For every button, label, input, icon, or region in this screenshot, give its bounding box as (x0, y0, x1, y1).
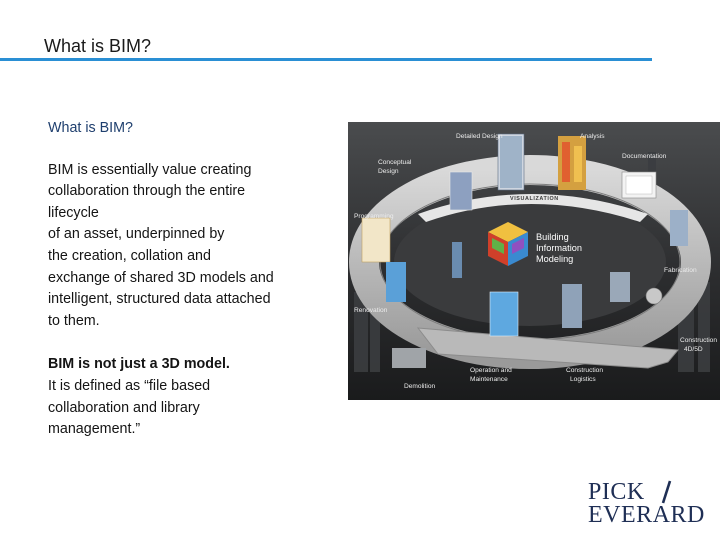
sub-heading: What is BIM? (48, 120, 134, 136)
paragraph-line: to them. (48, 312, 100, 329)
paragraph-line: of an asset, underpinned by (48, 226, 225, 243)
slide-title: What is BIM? (44, 36, 152, 56)
logo-text-line-1: PICK (588, 479, 645, 505)
stage-thumbnails (361, 133, 688, 368)
title-underline (0, 58, 652, 61)
paragraph-line: lifecycle (48, 204, 99, 221)
definition-line: management.” (48, 421, 141, 438)
stage-label-construction-logistics: Logistics (570, 376, 596, 383)
paragraph-line: exchange of shared 3D models and (48, 269, 274, 286)
lifecycle-arrow (416, 327, 679, 369)
ring-center (394, 198, 666, 326)
paragraph-line: collaboration through the entire (48, 183, 246, 200)
logo-text-line-2: EVERARD (588, 502, 705, 528)
pick-everard-logo: PICK EVERARD (588, 480, 718, 530)
stage-label-documentation: Documentation (622, 153, 667, 160)
stage-label-detailed-design: Detailed Design (456, 133, 503, 140)
center-label-line-3: Modeling (536, 254, 573, 264)
stage-label-operation-maintenance: Operation and (470, 367, 512, 374)
definition-line: It is defined as “file based (48, 377, 211, 394)
body-text: What is BIM? BIM is essentially value cr… (48, 118, 328, 441)
visualization-band (418, 194, 648, 222)
bim-lifecycle-diagram: VISUALIZATION (348, 122, 720, 400)
visualization-label: VISUALIZATION (510, 196, 559, 202)
emphasis-line: BIM is not just a 3D model. (48, 356, 230, 373)
stage-label-analysis: Analysis (580, 133, 605, 140)
stage-label-conceptual-design: Design (378, 168, 399, 175)
paragraph-line: BIM is essentially value creating (48, 161, 252, 178)
bim-cube (488, 222, 528, 266)
center-label-line-1: Building (536, 232, 569, 242)
center-label-line-2: Information (536, 243, 582, 253)
stage-label-conceptual-design: Conceptual (378, 159, 412, 166)
stage-label-programming: Programming (354, 213, 394, 220)
paragraph-line: the creation, collation and (48, 247, 211, 264)
paragraph-gap (48, 332, 328, 354)
stage-label-renovation: Renovation (354, 307, 388, 314)
logo-slash-icon (661, 480, 672, 504)
stage-label-construction-logistics: Construction (566, 367, 603, 374)
stage-label-demolition: Demolition (404, 383, 435, 390)
stage-label-construction: Construction (680, 337, 717, 344)
stage-label-construction: 4D/5D (684, 346, 703, 353)
stage-label-fabrication: Fabrication (664, 267, 697, 274)
paragraph-line: intelligent, structured data attached (48, 291, 271, 308)
stage-label-operation-maintenance: Maintenance (470, 376, 508, 383)
definition-line: collaboration and library (48, 399, 200, 416)
